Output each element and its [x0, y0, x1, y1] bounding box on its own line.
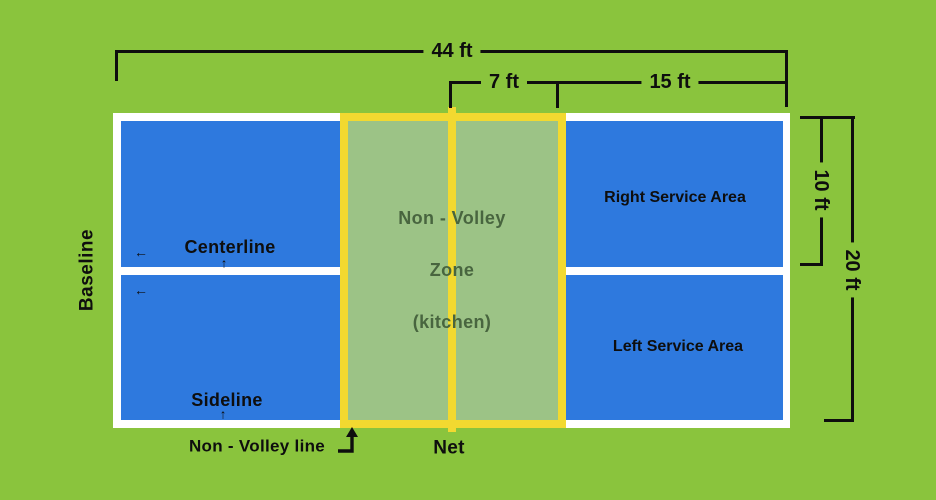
dim-width-top-tick — [800, 116, 855, 119]
dim-10ft-bottom-tick — [800, 263, 823, 266]
sideline-label: Sideline — [191, 390, 263, 410]
kitchen-label-line3: (kitchen) — [412, 312, 492, 332]
baseline-label: Baseline — [76, 228, 98, 312]
dim-20ft-label: 20 ft — [840, 242, 864, 298]
net-line — [448, 107, 456, 432]
kitchen-label-line1: Non - Volley — [398, 208, 506, 228]
dim-20ft-bottom-tick — [824, 419, 854, 422]
kitchen-label-line2: Zone — [429, 260, 475, 280]
right-service-area-label: Right Service Area — [604, 189, 746, 206]
up-arrow-icon: ↑ — [220, 255, 228, 271]
dim-right-tick — [785, 50, 788, 107]
lower-left-court-box — [121, 275, 340, 420]
net-label: Net — [433, 437, 465, 459]
up-arrow-icon: ↑ — [219, 406, 227, 422]
dim-44ft-left-tick — [115, 50, 118, 81]
dim-7ft-label: 7 ft — [481, 70, 527, 94]
left-arrow-icon: ← — [134, 244, 148, 260]
left-service-area-label: Left Service Area — [612, 338, 744, 355]
left-service-area-box — [566, 275, 783, 420]
dim-44ft-label: 44 ft — [423, 39, 481, 63]
left-arrow-icon: ← — [134, 282, 148, 298]
centerline-label: Centerline — [184, 237, 276, 257]
upper-left-court-box — [121, 121, 340, 267]
dim-10ft-label: 10 ft — [809, 162, 833, 218]
dim-7ft-right-tick — [556, 81, 559, 108]
right-service-area-box — [566, 121, 783, 267]
dim-15ft-label: 15 ft — [641, 70, 699, 94]
dim-7ft-left-tick — [449, 81, 452, 108]
dim-7ft-15ft-line — [449, 81, 788, 84]
non-volley-line-label: Non - Volley line — [188, 436, 326, 456]
bent-up-arrow-icon — [338, 427, 358, 453]
